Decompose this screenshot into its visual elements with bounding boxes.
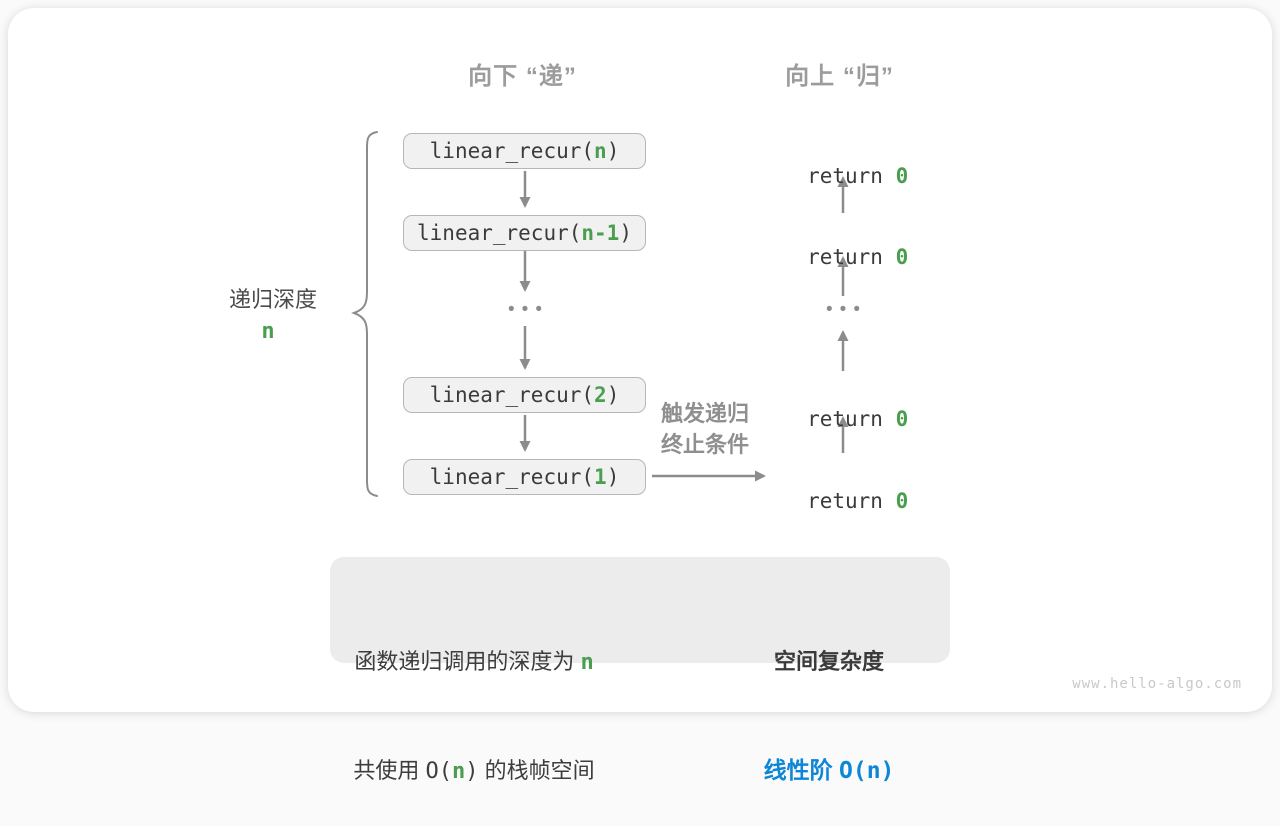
call-frame-2: linear_recur(2) [403,377,646,413]
summary-line2: 共使用 O(n) 的栈帧空间 [353,758,595,784]
summary-line1-value: n [580,650,594,675]
call-frame-arg: 1 [594,465,607,489]
depth-value: n [261,319,275,344]
call-frame-arg: n [594,139,607,163]
return-ellipsis: ••• [826,299,867,320]
depth-label: 递归深度 [228,287,317,312]
call-frame-prefix: linear_recur( [417,221,582,245]
call-frame-1: linear_recur(1) [403,459,646,495]
summary-line1: 函数递归调用的深度为 n [354,649,594,675]
return-value: 0 [895,164,909,188]
return-keyword: return [807,489,896,513]
column-header-recurse: 向下 “递” [468,63,577,90]
call-frame-prefix: linear_recur( [429,139,595,163]
call-frame-suffix: ) [606,465,620,489]
return-value: 0 [895,407,909,431]
return-keyword: return [807,164,896,188]
call-frame-suffix: ) [619,221,632,245]
space-complexity-title: 空间复杂度 [773,649,884,674]
summary-panel [330,557,950,663]
return-value: 0 [895,245,909,269]
column-header-return: 向上 “归” [785,63,894,90]
return-value: 0 [895,489,909,513]
base-case-trigger-label: 触发递归 终止条件 [640,398,770,460]
return-statement: return 0 [760,137,930,188]
summary-conclusion: 空间复杂度 线性阶 O(n) [733,572,925,825]
site-watermark: www.hello-algo.com [1072,676,1242,692]
call-frame-suffix: ) [606,383,620,407]
space-complexity-big-o: O(n) [839,758,895,784]
space-complexity-result: 线性阶 O(n) [763,757,895,784]
call-frame-prefix: linear_recur( [429,383,595,407]
call-frame-n-1: linear_recur(n-1) [403,215,646,251]
call-frame-n: linear_recur(n) [403,133,646,169]
return-statement: return 0 [760,380,930,431]
call-frame-prefix: linear_recur( [429,465,595,489]
return-keyword: return [807,407,896,431]
return-statement: return 0 [760,462,930,513]
summary-description: 函数递归调用的深度为 n 共使用 O(n) 的栈帧空间 [343,572,605,826]
return-keyword: return [807,245,896,269]
call-frame-arg: n-1 [581,221,620,245]
trigger-line1: 触发递归 [660,401,749,426]
trigger-line2: 终止条件 [660,432,749,457]
call-frame-arg: 2 [594,383,607,407]
summary-line2-value: n [452,759,466,784]
stack-ellipsis: ••• [508,299,549,320]
call-frame-suffix: ) [606,139,620,163]
return-statement: return 0 [760,218,930,269]
